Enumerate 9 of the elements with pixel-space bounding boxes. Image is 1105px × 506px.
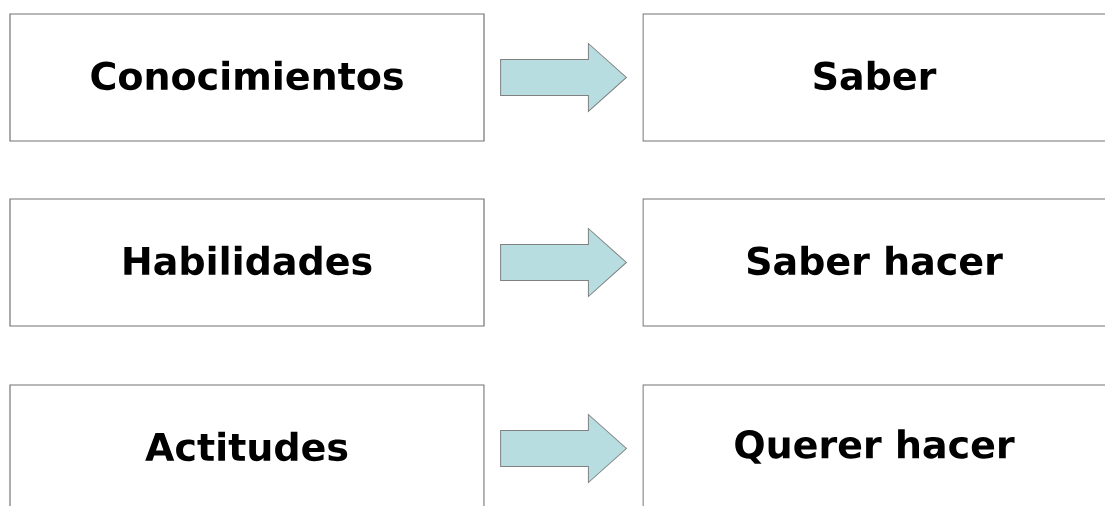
text-box: Saber hacer	[642, 198, 1105, 327]
block-arrow	[500, 43, 627, 112]
text-box: Actitudes	[9, 384, 485, 506]
block-arrow	[500, 228, 627, 297]
block-arrow	[500, 414, 627, 483]
text-box: Habilidades	[9, 198, 485, 327]
text-box: Querer hacer	[642, 384, 1105, 506]
text-box: Saber	[642, 13, 1105, 142]
text-box: Conocimientos	[9, 13, 485, 142]
